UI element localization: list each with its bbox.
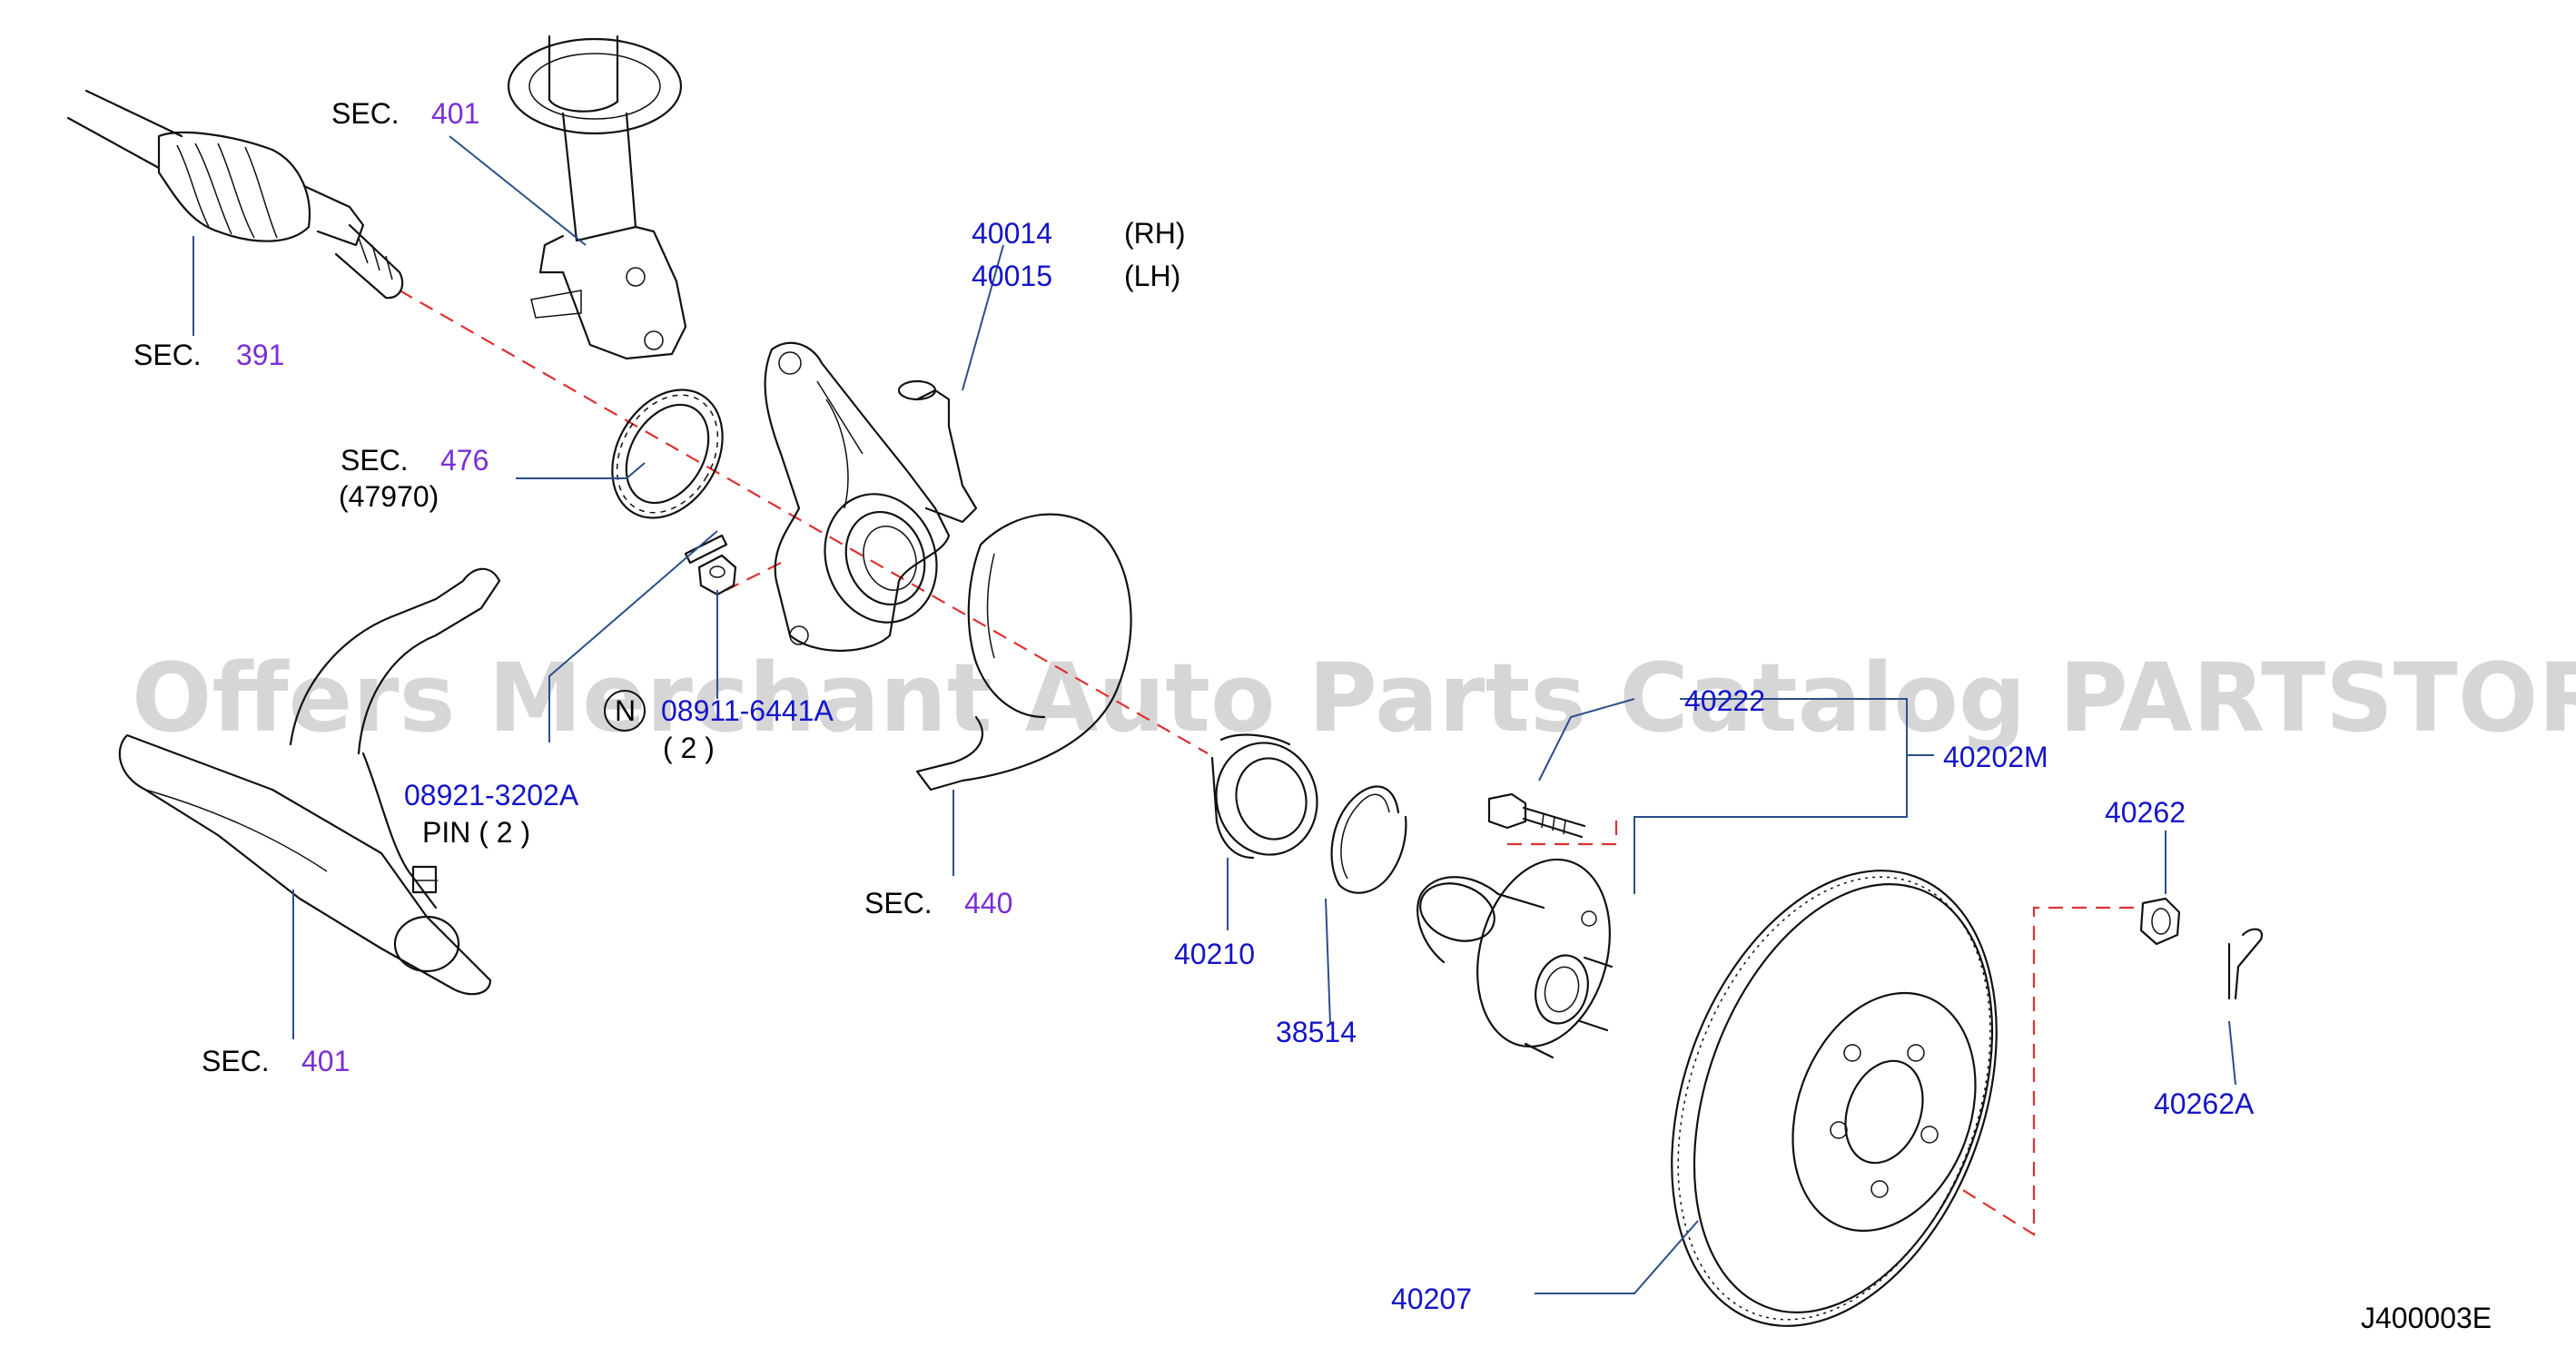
snap-ring-illustration	[1330, 785, 1407, 894]
strut-illustration	[507, 34, 687, 360]
disc-rotor-illustration	[1671, 870, 1998, 1327]
sec401-top-prefix: SEC.	[331, 97, 400, 130]
nut-symbol-letter: N	[615, 694, 636, 727]
part-40207[interactable]: 40207	[1391, 1283, 1472, 1315]
part-38514[interactable]: 38514	[1276, 1016, 1357, 1048]
part-08911-6441a[interactable]: 08911-6441A	[661, 694, 834, 727]
part-40014-side: (RH)	[1124, 217, 1186, 250]
part-40262a[interactable]: 40262A	[2154, 1087, 2255, 1120]
sec440-number[interactable]: 440	[964, 887, 1012, 919]
cotter-pin-illustration	[2227, 928, 2264, 1000]
part-08921-3202a[interactable]: 08921-3202A	[404, 779, 579, 811]
part-40210[interactable]: 40210	[1174, 938, 1255, 970]
sensor-ring-illustration	[611, 388, 724, 519]
splash-guard-illustration	[915, 513, 1132, 791]
leader-lines	[192, 135, 2236, 1294]
sec401-bottom-prefix: SEC.	[202, 1045, 270, 1077]
wheel-bearing-illustration	[1210, 733, 1318, 860]
lock-nut-illustration	[2139, 897, 2181, 946]
nut-symbol-circle	[604, 690, 646, 732]
drive-shaft-illustration	[66, 89, 404, 300]
part-40202m[interactable]: 40202M	[1943, 741, 2048, 773]
part-08921-pin-qty: PIN ( 2 )	[422, 816, 530, 849]
hub-bolt-illustration	[1487, 792, 1586, 839]
sec440-prefix: SEC.	[864, 887, 933, 919]
part-08911-qty: ( 2 )	[663, 732, 715, 764]
part-40262[interactable]: 40262	[2105, 796, 2186, 829]
sec401-bottom-number[interactable]: 401	[301, 1045, 350, 1077]
part-40015[interactable]: 40015	[972, 260, 1052, 292]
part-40014[interactable]: 40014	[972, 217, 1052, 250]
sec476-number[interactable]: 476	[440, 444, 489, 477]
steering-knuckle-illustration	[764, 341, 978, 652]
assembly-axis-lines	[399, 290, 2134, 1236]
knuckle-small-parts	[684, 534, 737, 596]
watermark-text: Offers Merchant Auto Parts Catalog PARTS…	[132, 643, 2576, 753]
sec391-number[interactable]: 391	[236, 339, 284, 371]
part-40222[interactable]: 40222	[1684, 684, 1765, 717]
sec476-subnumber: (47970)	[339, 480, 439, 513]
wheel-hub-illustration	[1416, 858, 1614, 1059]
part-40015-side: (LH)	[1124, 260, 1180, 292]
callout-labels: SEC. 401 SEC. 391 SEC. 476 (47970) 40014…	[133, 97, 2492, 1334]
sec391-prefix: SEC.	[133, 339, 202, 371]
sec476-prefix: SEC.	[341, 444, 409, 477]
sec401-top-number[interactable]: 401	[431, 97, 479, 130]
drawing-code: J400003E	[2361, 1302, 2492, 1334]
lower-control-arm-illustration	[118, 567, 501, 996]
